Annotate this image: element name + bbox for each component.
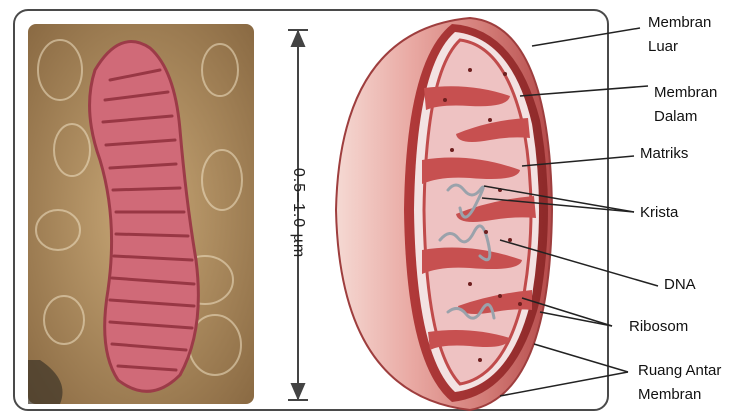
label-outer-membrane-line2: Luar — [648, 38, 711, 56]
electron-micrograph — [28, 24, 254, 404]
label-inner-membrane: Membran Dalam — [654, 84, 717, 126]
label-cristae: Krista — [640, 204, 678, 222]
label-inner-membrane-line1: Membran — [654, 84, 717, 102]
label-dna: DNA — [664, 276, 696, 294]
label-intermembrane-line1: Ruang Antar — [638, 362, 721, 380]
scale-bar-label: 0.5–1.0 µm — [289, 153, 307, 273]
label-outer-membrane: Membran Luar — [648, 14, 711, 56]
label-intermembrane-line2: Membran — [638, 386, 721, 404]
label-outer-membrane-line1: Membran — [648, 14, 711, 32]
label-inner-membrane-line2: Dalam — [654, 108, 717, 126]
label-matrix: Matriks — [640, 145, 688, 163]
label-ribosome: Ribosom — [629, 318, 688, 336]
label-intermembrane-space: Ruang Antar Membran — [638, 362, 721, 404]
